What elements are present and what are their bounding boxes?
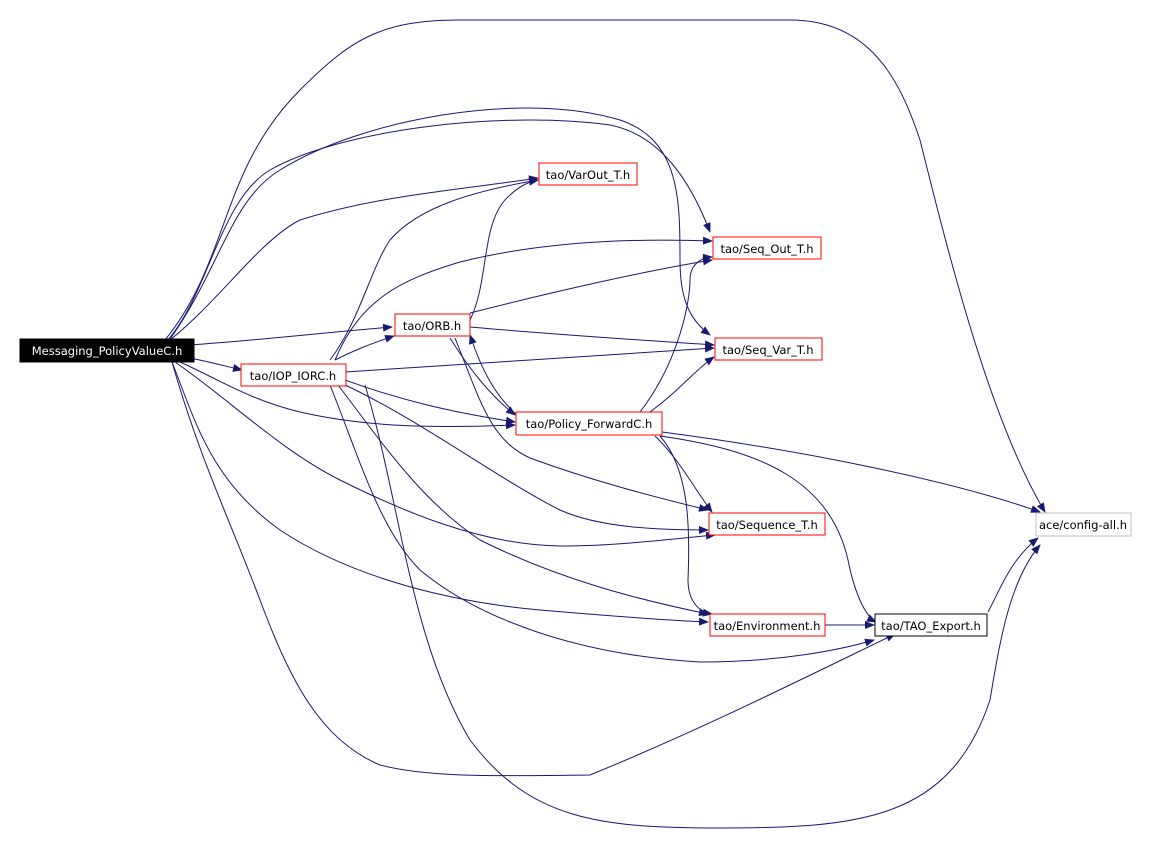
node-policy-label: tao/Policy_ForwardC.h (526, 417, 653, 431)
edge-orb-to-policy (449, 337, 516, 416)
edge-iop-to-env (337, 384, 709, 617)
node-orb[interactable]: tao/ORB.h (394, 313, 471, 337)
node-taoexport[interactable]: tao/TAO_Export.h (874, 613, 988, 637)
edge-orb-to-sequence (454, 337, 709, 512)
node-env[interactable]: tao/Environment.h (709, 613, 826, 637)
node-orb-label: tao/ORB.h (403, 319, 461, 333)
edge-policy-to-taoexport (659, 435, 877, 623)
edge-root-to-policy (179, 361, 516, 430)
edge-iop-to-config (364, 384, 1041, 829)
edge-root-to-seqvar (167, 107, 711, 343)
edge-iop-to-seqvar (344, 344, 715, 373)
node-env-label: tao/Environment.h (714, 619, 821, 633)
node-config-label: ace/config-all.h (1039, 518, 1127, 532)
edge-orb-to-varout (469, 177, 539, 321)
node-seqout-label: tao/Seq_Out_T.h (720, 242, 813, 256)
edge-root-to-orb (189, 323, 393, 346)
edge-policy-to-env (659, 435, 713, 617)
edge-policy-to-config (661, 431, 1041, 513)
edge-root-to-seqout (167, 119, 711, 341)
node-seqvar[interactable]: tao/Seq_Var_T.h (714, 337, 823, 361)
edge-policy-to-seqvar (649, 356, 715, 413)
edge-root-to-env (171, 361, 709, 626)
node-seqvar-label: tao/Seq_Var_T.h (723, 343, 814, 357)
edge-policy-to-sequence (654, 435, 713, 513)
node-sequence-label: tao/Sequence_T.h (716, 518, 818, 532)
node-varout[interactable]: tao/VarOut_T.h (538, 162, 638, 186)
edge-policy-to-orb (469, 334, 521, 419)
node-config[interactable]: ace/config-all.h (1035, 512, 1132, 537)
node-iop[interactable]: tao/IOP_IORC.h (240, 363, 347, 387)
edge-root-to-sequence (174, 361, 716, 547)
edge-root-to-varout (169, 175, 539, 341)
node-sequence[interactable]: tao/Sequence_T.h (708, 512, 826, 536)
edge-taoexport-to-config (987, 537, 1039, 613)
node-seqout[interactable]: tao/Seq_Out_T.h (712, 236, 822, 260)
edge-iop-to-sequence (344, 384, 709, 534)
edge-iop-to-seqout (334, 236, 713, 361)
edge-root-to-config (164, 19, 1046, 513)
edge-iop-to-varout (329, 177, 539, 361)
node-policy[interactable]: tao/Policy_ForwardC.h (515, 411, 663, 436)
edge-iop-to-taoexport (329, 384, 875, 663)
node-root-label: Messaging_PolicyValueC.h (32, 344, 183, 358)
edge-orb-to-seqout (469, 257, 713, 314)
edge-iop-to-orb (334, 335, 395, 361)
edge-root-to-taoexport (171, 361, 896, 777)
node-iop-label: tao/IOP_IORC.h (250, 369, 336, 383)
node-taoexport-label: tao/TAO_Export.h (881, 619, 981, 633)
node-varout-label: tao/VarOut_T.h (546, 168, 630, 182)
edge-policy-to-seqout (639, 253, 713, 413)
edge-root-to-iop (189, 357, 243, 372)
edge-iop-to-policy (344, 379, 516, 425)
node-root[interactable]: Messaging_PolicyValueC.h (19, 338, 195, 363)
edge-orb-to-seqvar (469, 326, 715, 349)
